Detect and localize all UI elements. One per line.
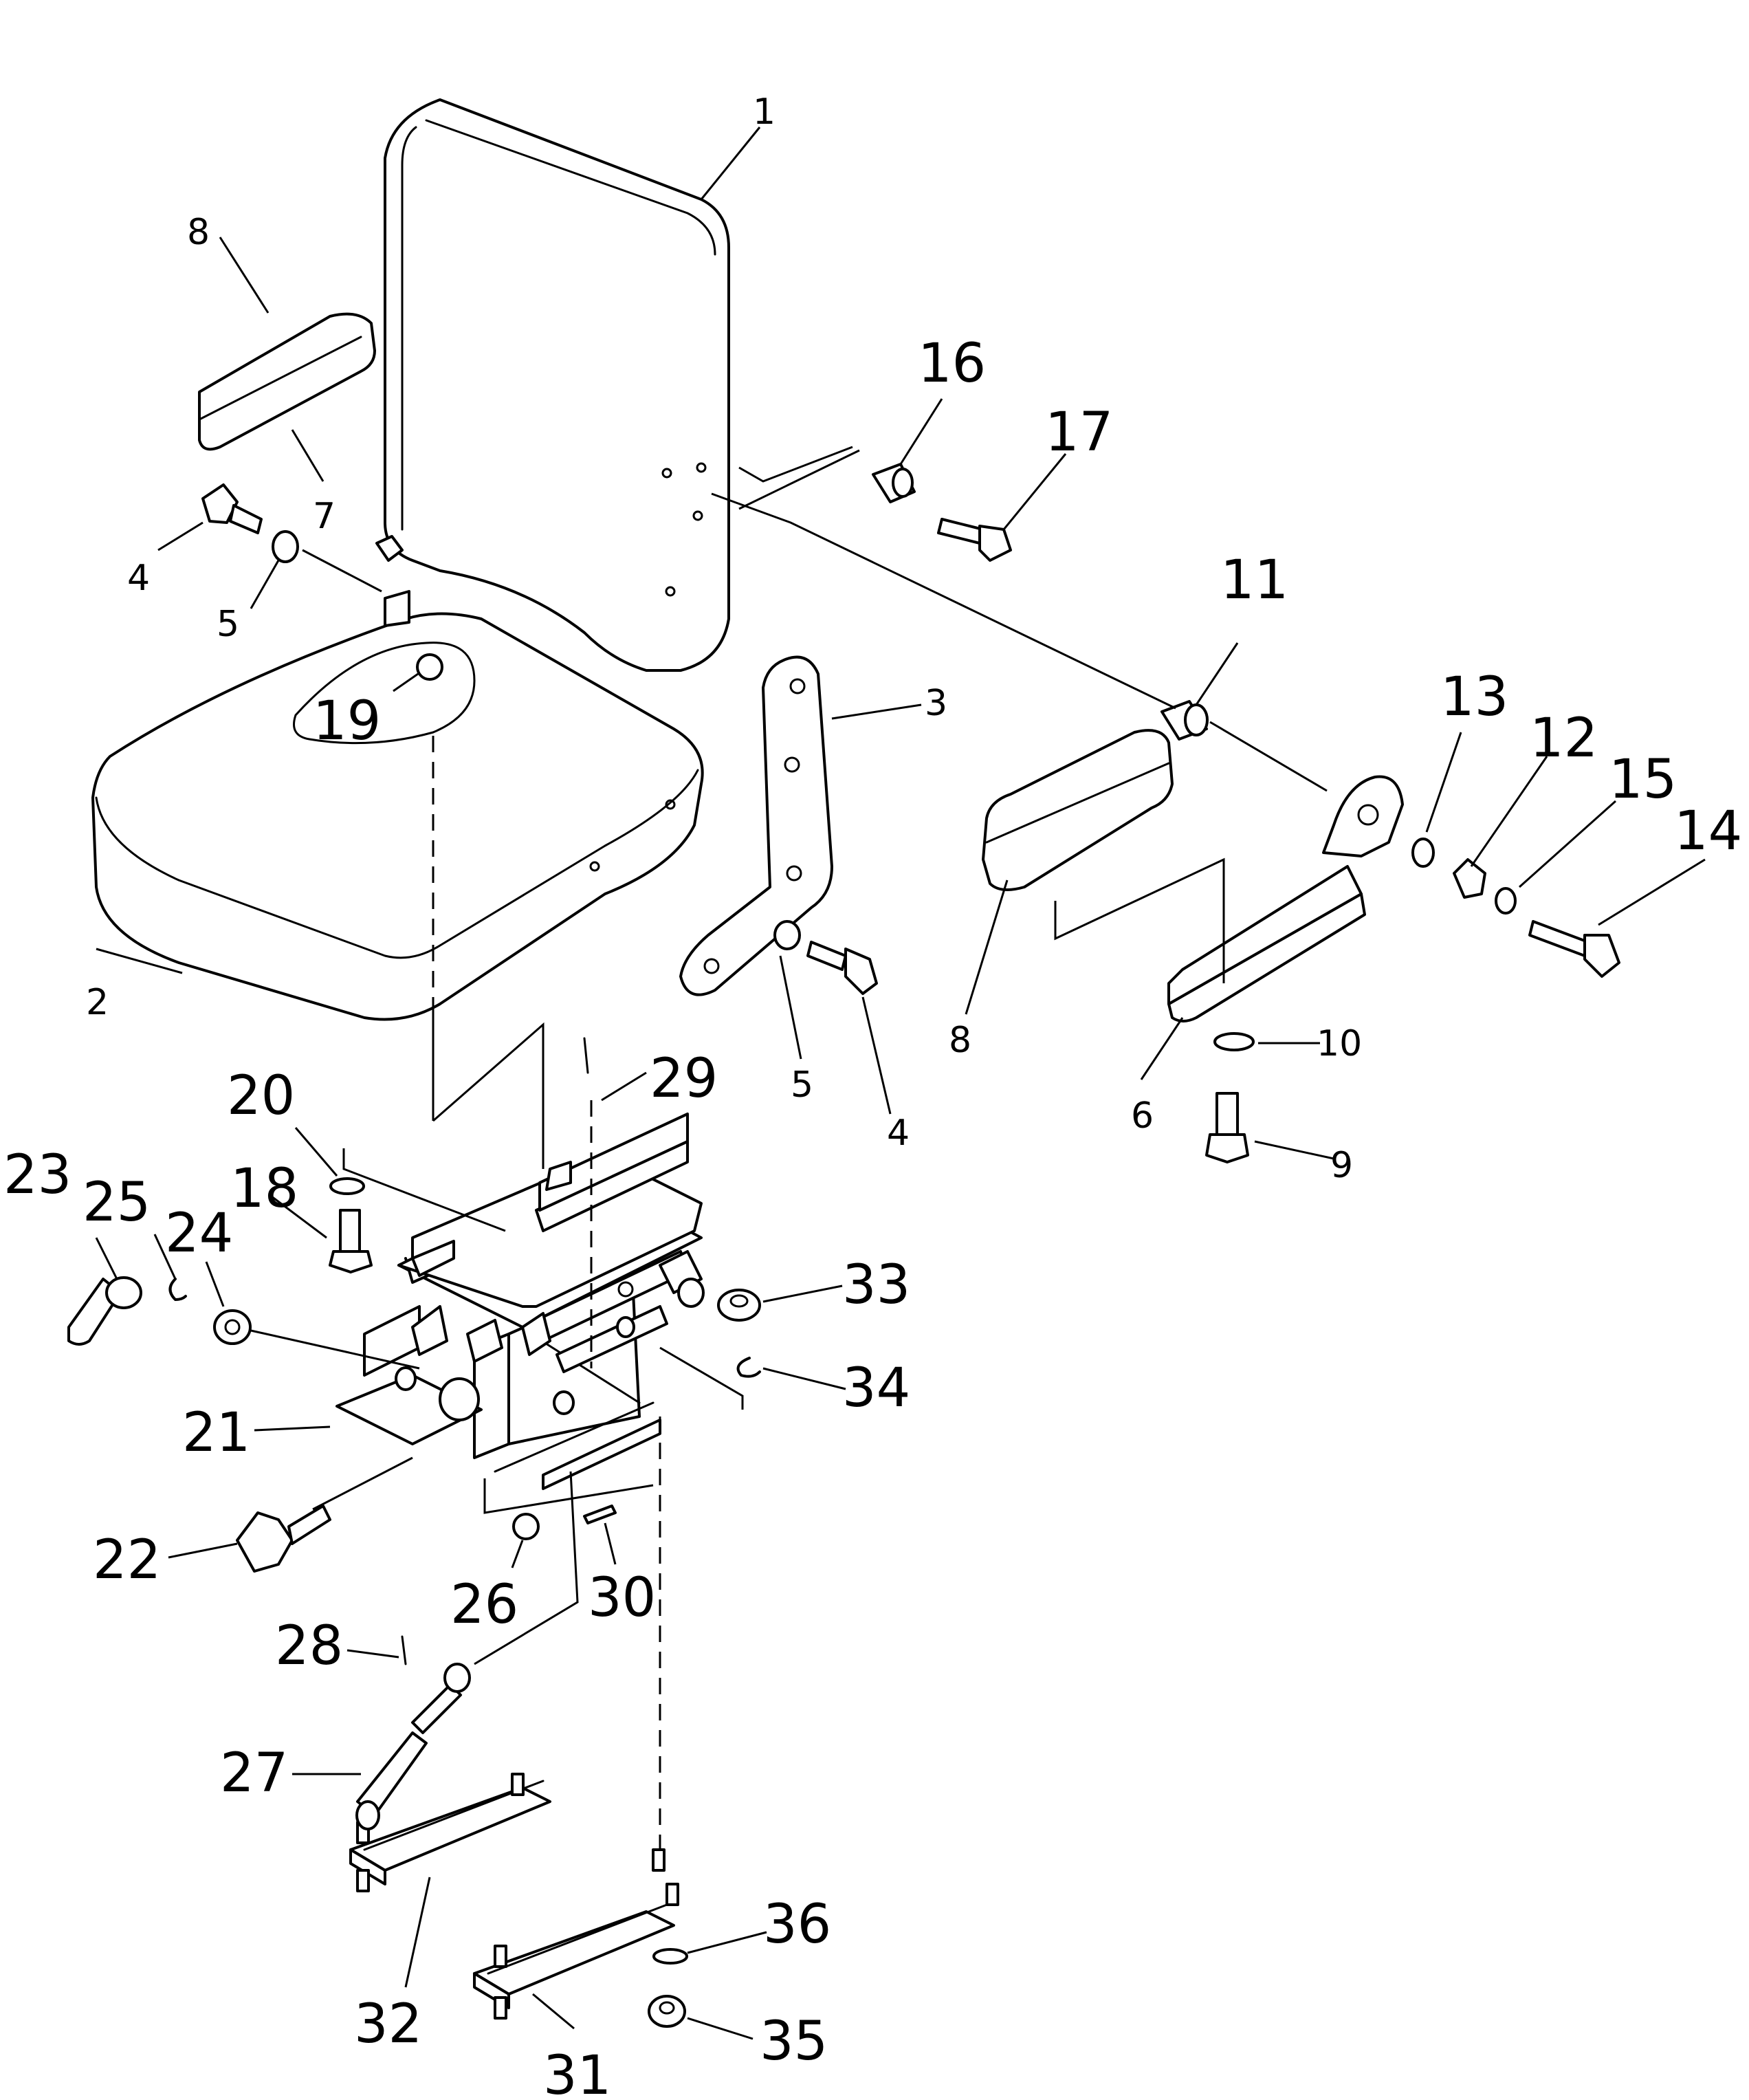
callout-13: 13 bbox=[1440, 666, 1508, 728]
cotter-pin-28-part bbox=[401, 1635, 407, 1665]
callout-22: 22 bbox=[93, 1529, 161, 1591]
callout-12: 12 bbox=[1530, 708, 1598, 769]
callout-4-left: 4 bbox=[127, 558, 150, 599]
bolt-14-part bbox=[1528, 920, 1620, 978]
callout-18: 18 bbox=[230, 1158, 298, 1220]
callout-31: 31 bbox=[543, 2045, 611, 2100]
rail-31-part bbox=[473, 1848, 679, 2020]
callout-16: 16 bbox=[918, 333, 986, 395]
callout-32: 32 bbox=[354, 1993, 422, 2055]
bolt-4-left-part bbox=[201, 483, 263, 534]
callout-5-left: 5 bbox=[217, 604, 239, 645]
snap-ring-25-part bbox=[168, 1278, 187, 1301]
washer-15-part bbox=[1495, 887, 1517, 915]
callout-29: 29 bbox=[650, 1048, 718, 1110]
right-armrest-part bbox=[982, 729, 1174, 891]
bolt-17-part bbox=[937, 518, 1012, 562]
callout-9: 9 bbox=[1330, 1145, 1353, 1186]
nut-33-part bbox=[717, 1289, 761, 1322]
nut-24-part bbox=[213, 1309, 252, 1345]
callout-3: 3 bbox=[925, 683, 947, 724]
upper-frame-part bbox=[397, 1113, 705, 1363]
callout-19: 19 bbox=[313, 690, 381, 752]
bolt-4-right-part bbox=[806, 941, 878, 995]
callout-33: 33 bbox=[842, 1254, 910, 1316]
bolt-18-part bbox=[329, 1209, 373, 1273]
callout-2: 2 bbox=[86, 982, 109, 1023]
collar-16-part bbox=[872, 463, 916, 503]
nut-12-part bbox=[1453, 858, 1486, 899]
callout-10: 10 bbox=[1317, 1023, 1362, 1064]
callout-8-left: 8 bbox=[187, 212, 210, 253]
washer-5-right-part bbox=[773, 920, 801, 950]
washer-36-part bbox=[652, 1948, 688, 1965]
callout-6: 6 bbox=[1131, 1095, 1154, 1137]
cap-26-part bbox=[512, 1513, 540, 1540]
callout-5-right: 5 bbox=[791, 1064, 813, 1106]
armrest-bracket-part bbox=[1167, 775, 1404, 1022]
lever-23-part bbox=[67, 1276, 142, 1346]
cotter-pin-29-part bbox=[583, 1037, 589, 1074]
callout-34: 34 bbox=[842, 1357, 910, 1419]
callout-7: 7 bbox=[313, 496, 336, 537]
callout-leaders bbox=[95, 127, 1706, 2040]
snap-ring-34-part bbox=[736, 1357, 761, 1378]
seat-cushion-part bbox=[91, 590, 704, 1021]
callout-4-right: 4 bbox=[887, 1113, 910, 1154]
callout-23: 23 bbox=[3, 1144, 72, 1206]
washer-10-part bbox=[1213, 1032, 1255, 1051]
callout-27: 27 bbox=[220, 1742, 288, 1804]
callout-26: 26 bbox=[450, 1574, 518, 1636]
callout-36: 36 bbox=[763, 1894, 831, 1956]
callout-labels: 1 8 7 4 5 19 3 2 16 17 11 13 12 15 14 8 … bbox=[3, 91, 1742, 2100]
assembly-lines bbox=[250, 446, 1328, 1850]
knob-22-part bbox=[236, 1505, 331, 1573]
callout-25: 25 bbox=[82, 1172, 151, 1234]
callout-17: 17 bbox=[1045, 402, 1113, 463]
callout-35: 35 bbox=[760, 2011, 828, 2072]
callout-8-right: 8 bbox=[949, 1020, 971, 1061]
callout-11: 11 bbox=[1220, 549, 1288, 611]
callout-20: 20 bbox=[227, 1065, 295, 1127]
pin-30-part bbox=[583, 1505, 617, 1524]
backrest-part bbox=[375, 98, 730, 672]
bolt-9-part bbox=[1205, 1092, 1249, 1163]
collar-11-part bbox=[1160, 700, 1209, 741]
callout-1: 1 bbox=[753, 91, 776, 133]
bracket-part bbox=[679, 655, 833, 996]
washer-5-left-part bbox=[272, 530, 299, 563]
callout-24: 24 bbox=[165, 1203, 233, 1265]
callout-28: 28 bbox=[275, 1615, 343, 1677]
callout-15: 15 bbox=[1609, 749, 1677, 811]
callout-21: 21 bbox=[182, 1402, 250, 1464]
callout-14: 14 bbox=[1674, 800, 1742, 862]
callout-30: 30 bbox=[588, 1567, 656, 1629]
gas-spring-27-part bbox=[355, 1663, 471, 1830]
left-armrest-part bbox=[198, 312, 376, 451]
nut-35-part bbox=[648, 1995, 686, 2028]
washer-20-part bbox=[329, 1177, 365, 1195]
washer-13-part bbox=[1411, 838, 1435, 868]
